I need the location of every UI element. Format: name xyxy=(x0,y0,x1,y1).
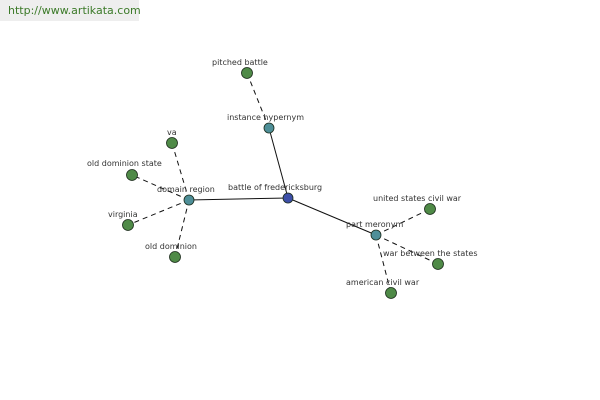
edge-domain-region-to-virginia xyxy=(127,199,190,226)
node-label-old-dominion: old dominion xyxy=(145,242,197,251)
node-label-old-dominion-state: old dominion state xyxy=(87,159,162,168)
node-old-dominion-state[interactable] xyxy=(126,169,138,181)
node-label-united-states-civil-war: united states civil war xyxy=(373,194,462,203)
node-label-instance-hypernym: instance hypernym xyxy=(227,113,304,122)
node-united-states-civil-war[interactable] xyxy=(424,203,436,215)
edge-domain-region-to-va xyxy=(171,142,190,201)
node-label-va: va xyxy=(167,128,177,137)
node-old-dominion[interactable] xyxy=(169,251,181,263)
labels-layer: battle of fredericksburg instance hyperny… xyxy=(87,58,478,287)
edge-instance-hypernym-to-pitched-battle xyxy=(246,72,270,129)
node-label-american-civil-war: american civil war xyxy=(346,278,420,287)
edge-domain-region-to-old-dominion-state xyxy=(131,174,190,201)
nodes-layer xyxy=(122,67,444,299)
node-war-between-the-states[interactable] xyxy=(432,258,444,270)
node-domain-region[interactable] xyxy=(183,194,195,206)
node-american-civil-war[interactable] xyxy=(385,287,397,299)
node-label-part-meronym: part meronym xyxy=(346,220,403,229)
edge-battle-of-fredericksburg-to-domain-region xyxy=(188,197,289,201)
edge-part-meronym-to-american-civil-war xyxy=(375,234,392,294)
node-label-domain-region: domain region xyxy=(157,185,215,194)
edges-layer xyxy=(127,72,439,294)
node-va[interactable] xyxy=(166,137,178,149)
node-pitched-battle[interactable] xyxy=(241,67,253,79)
edge-battle-of-fredericksburg-to-instance-hypernym xyxy=(268,127,289,199)
node-instance-hypernym[interactable] xyxy=(263,122,275,134)
url-banner: http://www.artikata.com xyxy=(0,0,141,21)
node-label-battle-of-fredericksburg: battle of fredericksburg xyxy=(228,183,322,192)
edge-part-meronym-to-war-between-the-states xyxy=(375,234,439,265)
url-link[interactable]: http://www.artikata.com xyxy=(8,4,141,17)
node-virginia[interactable] xyxy=(122,219,134,231)
node-label-virginia: virginia xyxy=(108,210,138,219)
node-part-meronym[interactable] xyxy=(370,229,382,241)
node-label-war-between-the-states: war between the states xyxy=(383,249,478,258)
node-battle-of-fredericksburg[interactable] xyxy=(282,192,294,204)
edge-domain-region-to-old-dominion xyxy=(174,199,190,258)
node-label-pitched-battle: pitched battle xyxy=(212,58,268,67)
edge-part-meronym-to-united-states-civil-war xyxy=(375,208,431,236)
edge-battle-of-fredericksburg-to-part-meronym xyxy=(287,197,377,236)
